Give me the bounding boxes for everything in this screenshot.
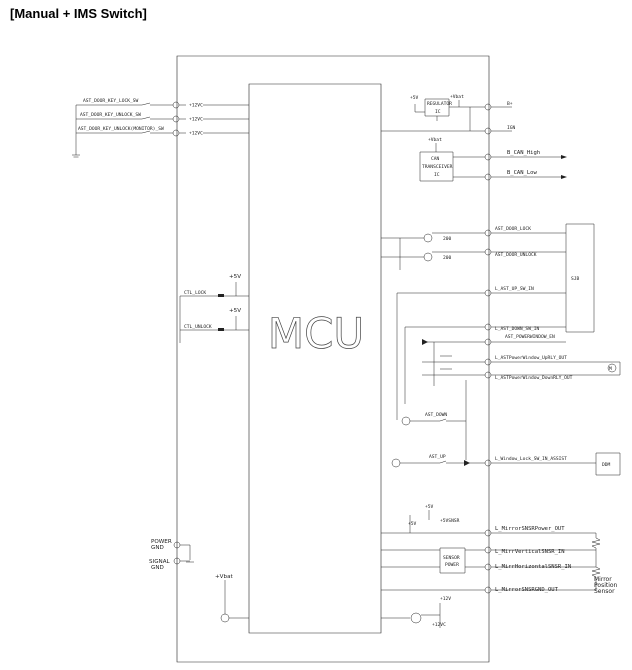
ddm-label: DDM — [602, 462, 611, 468]
ddm-box — [596, 453, 620, 475]
power-gnd-label-1: POWER — [151, 539, 172, 545]
down-sw-label: L_AST_DOWN_SW_IN — [495, 326, 539, 332]
mcu-block — [249, 84, 381, 633]
lock-sw-label: AST_DOOR_KEY_LOCK_SW — [83, 98, 139, 104]
up-sw-label: L_AST_UP_SW_IN — [495, 286, 534, 292]
mcu-label: MCU — [268, 309, 364, 358]
v5-top-label: +5V — [410, 95, 419, 101]
bottom-v12-label: +12V — [440, 596, 451, 602]
pw-down-label: L_ASTPowerWindow_DownRLY_OUT — [495, 375, 573, 381]
v12c-label-3: +12VC — [189, 131, 203, 137]
ast-up-label: AST_UP — [429, 454, 446, 460]
vbat-top-label: +Vbat — [450, 94, 464, 100]
v12c-label-1: +12VC — [189, 103, 203, 109]
unlock-sw-label: AST_DOOR_KEY_UNLOCK_SW — [80, 112, 141, 118]
power-window-group — [422, 339, 620, 460]
sensor-power-block-label-2: POWER — [445, 562, 459, 568]
mirror-v5-label: +5V — [408, 521, 417, 527]
r200-1: 200 — [443, 236, 452, 242]
signal-gnd-label-2: GND — [151, 565, 164, 571]
window-lock-label: L_Window_Lock_SW_IN_ASSIST — [495, 456, 567, 462]
power-can-group — [381, 99, 565, 181]
can-label-1: CAN — [431, 156, 440, 162]
mirror-sensor-label-1: Mirror — [594, 576, 612, 583]
can-label-2: TRANSCEIVER — [422, 164, 453, 170]
sjb-label: SJB — [571, 276, 580, 282]
ast-switch-group — [392, 417, 620, 475]
sjb-box — [566, 224, 594, 332]
can-high-label: B_CAN_High — [507, 150, 540, 156]
module-boundary — [177, 56, 489, 662]
ctl-v5-label-2: +5V — [229, 308, 241, 314]
ctl-lock-label: CTL_LOCK — [184, 290, 206, 296]
bottom-vbat-label: +Vbat — [215, 574, 233, 580]
power-gnd-label-2: GND — [151, 545, 164, 551]
door-output-group — [381, 224, 594, 420]
page-title: [Manual + IMS Switch] — [10, 6, 147, 21]
mirror-gnd-label: L_MirrorSNSRGND_OUT — [495, 587, 559, 593]
pw-enable-label: AST_POWERWINDOW_EN — [505, 334, 555, 340]
bottom-v12c-label: +12VC — [432, 622, 446, 628]
vbat-can-label: +Vbat — [428, 137, 442, 143]
pw-up-label: L_ASTPowerWindow_UpRLY_OUT — [495, 355, 567, 361]
v12c-label-2: +12VC — [189, 117, 203, 123]
unlock-monitor-sw-label: AST_DOOR_KEY_UNLOCK(MONITOR)_SW — [78, 126, 164, 132]
motor-label: M — [609, 366, 612, 372]
ast-down-label: AST_DOWN — [425, 412, 447, 418]
regulator-label: REGULATOR — [427, 101, 452, 107]
mirror-sensor-label-2: Position — [594, 582, 618, 589]
snsr-power-label: +5VSNSR — [440, 518, 460, 524]
signal-gnd-label-1: SIGNAL — [149, 559, 171, 565]
ground-power-group — [174, 542, 440, 628]
ign-label: IGN — [507, 125, 516, 131]
bplus-label: B+ — [507, 101, 513, 107]
mirror-vertical-label: L_MirrVerticalSNSR_IN — [495, 549, 565, 555]
r200-2: 200 — [443, 255, 452, 261]
mirror-v5b-label: +5V — [425, 504, 434, 510]
ctl-v5-label-1: +5V — [229, 274, 241, 280]
ctl-group — [180, 282, 249, 343]
input-switch-group — [72, 102, 249, 157]
regulator-ic-label: IC — [435, 109, 441, 115]
door-unlock-label: AST_DOOR_UNLOCK — [495, 252, 537, 258]
mirror-horizontal-label: L_MirrHorizontalSNSR_IN — [495, 564, 571, 570]
mirror-power-out-label: L_MirrorSNSRPower_OUT — [495, 526, 565, 532]
mirror-sensor-group — [381, 510, 600, 593]
can-low-label: B_CAN_Low — [507, 170, 537, 176]
ctl-unlock-label: CTL_UNLOCK — [184, 324, 212, 330]
sensor-power-box — [440, 548, 465, 573]
sensor-power-block-label-1: SENSOR — [443, 555, 460, 561]
door-lock-label: AST_DOOR_LOCK — [495, 226, 531, 232]
can-label-3: IC — [434, 172, 440, 178]
mirror-sensor-label-3: Sensor — [594, 588, 615, 595]
